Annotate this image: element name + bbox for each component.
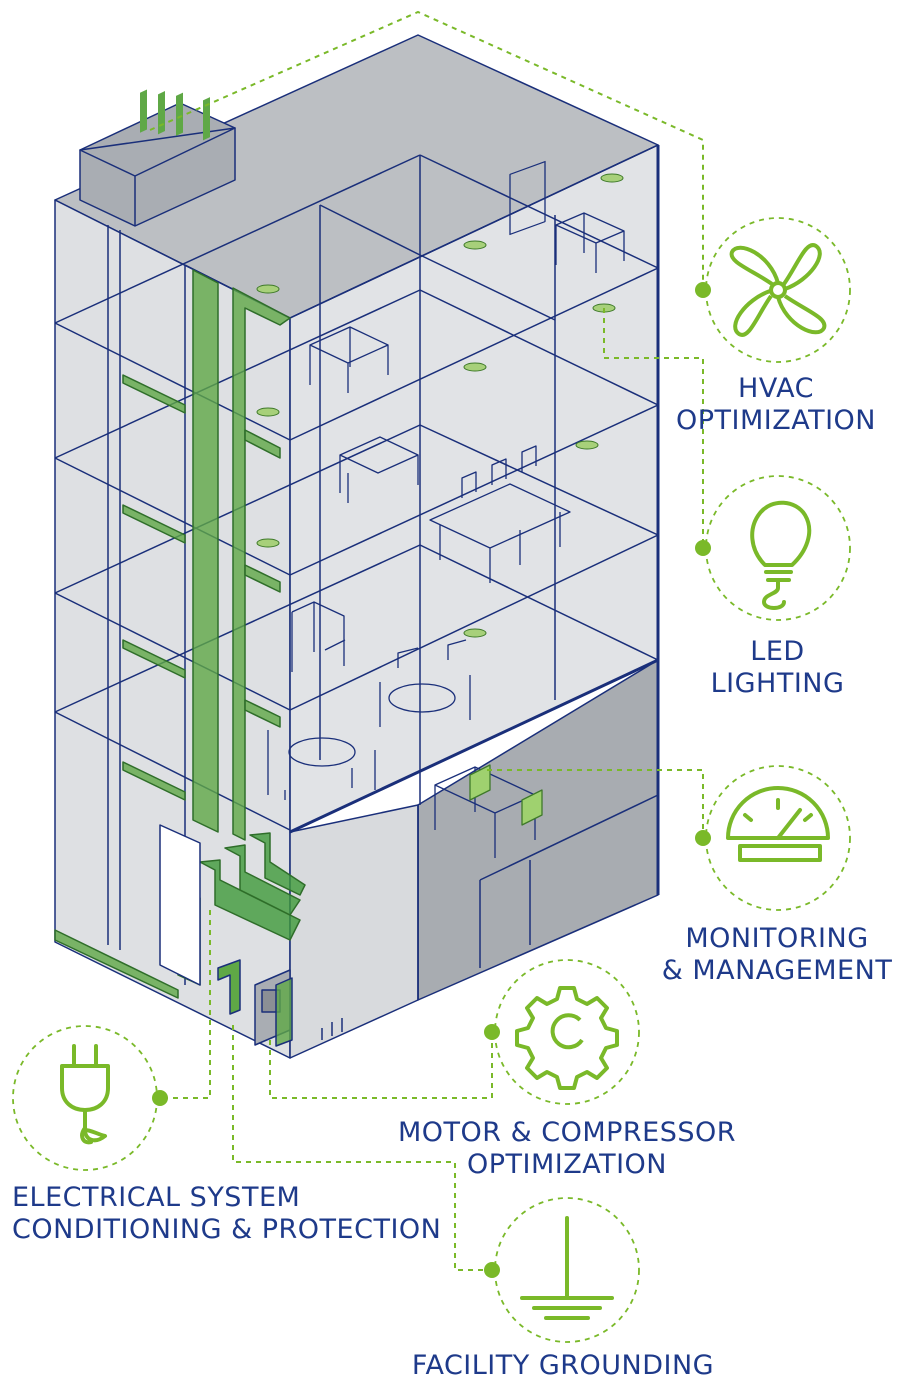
building-illustration (54, 34, 660, 1059)
light-bulb-icon (750, 500, 812, 610)
grounding-connector (232, 1025, 492, 1271)
hvac-label-line2: OPTIMIZATION (675, 405, 877, 436)
hvac-connector (149, 10, 704, 290)
plug-icon (60, 1044, 110, 1145)
motor-label: MOTOR & COMPRESSOR OPTIMIZATION (393, 1117, 741, 1181)
fan-icon (729, 243, 827, 337)
ceiling-lights (256, 173, 624, 638)
led-label-line2: LIGHTING (710, 668, 845, 699)
monitoring-label-line2: & MANAGEMENT (661, 955, 893, 986)
grounding-label: FACILITY GROUNDING (408, 1350, 718, 1382)
monitoring-label-line1: MONITORING (685, 923, 869, 954)
led-label: LED LIGHTING (690, 636, 865, 700)
motor-connector (269, 1032, 493, 1099)
gauge-icon (726, 786, 830, 862)
monitoring-connector (487, 769, 704, 838)
gear-icon (515, 986, 619, 1090)
led-connector (603, 308, 704, 548)
office-furniture (267, 160, 625, 858)
electrical-panel (217, 959, 343, 1047)
electrical-connector (160, 910, 211, 1099)
hvac-label: HVAC OPTIMIZATION (672, 373, 880, 437)
electrical-label-line2: CONDITIONING & PROTECTION (12, 1214, 442, 1245)
led-label-line1: LED (750, 636, 805, 667)
grounding-label-line1: FACILITY GROUNDING (411, 1350, 715, 1381)
connector-lines (149, 10, 704, 1271)
ground-icon (520, 1216, 614, 1320)
monitoring-label: MONITORING & MANAGEMENT (656, 923, 898, 987)
motor-label-line1: MOTOR & COMPRESSOR (397, 1117, 737, 1148)
motor-label-line2: OPTIMIZATION (466, 1149, 668, 1180)
rooftop-hvac-unit (79, 89, 236, 227)
electrical-label-line1: ELECTRICAL SYSTEM (12, 1182, 301, 1213)
electrical-label: ELECTRICAL SYSTEM CONDITIONING & PROTECT… (12, 1182, 442, 1246)
hvac-label-line1: HVAC (738, 373, 814, 404)
